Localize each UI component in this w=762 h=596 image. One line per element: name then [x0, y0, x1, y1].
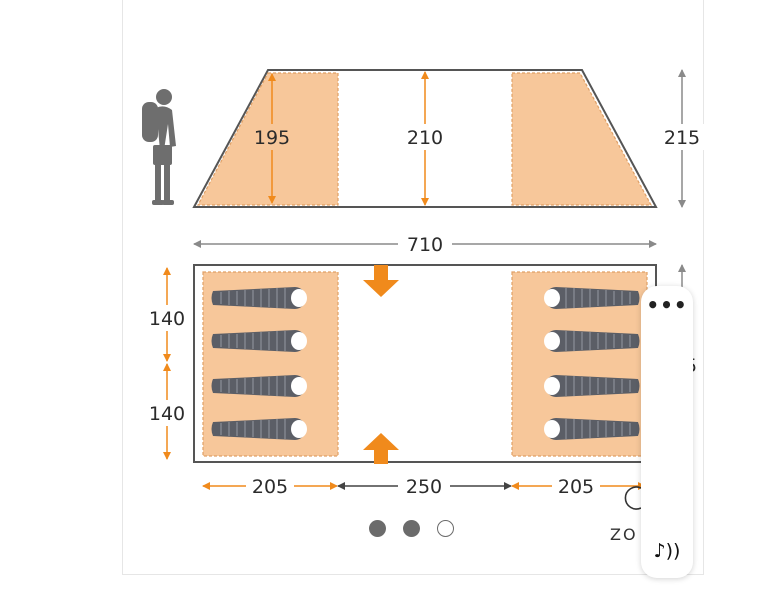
person-silhouette-icon: [142, 89, 176, 205]
more-options-button[interactable]: •••: [646, 293, 688, 317]
side-action-panel: ••• ♪)): [641, 286, 693, 578]
brand-logo-icon: [624, 486, 642, 510]
width-140-bottom-label: 140: [149, 403, 185, 425]
width-140-top-label: 140: [149, 308, 185, 330]
height-215-label: 215: [664, 127, 700, 149]
length-205-left-label: 205: [252, 476, 288, 498]
sound-icon[interactable]: ♪)): [653, 540, 681, 562]
brand-text-partial: ZO: [610, 525, 638, 544]
side-right-bedroom-shade: [511, 72, 653, 206]
door-arrow-bottom-icon: [363, 433, 399, 464]
height-195-label: 195: [254, 127, 290, 149]
floor-plan: [193, 264, 657, 464]
door-arrow-top-icon: [363, 265, 399, 297]
height-210-label: 210: [407, 127, 443, 149]
carousel-dot-2[interactable]: [403, 520, 420, 537]
length-710-label: 710: [407, 234, 443, 256]
side-view: 195 210 215: [142, 69, 704, 208]
carousel-indicator: [367, 517, 467, 541]
length-250-label: 250: [406, 476, 442, 498]
carousel-dot-3[interactable]: [437, 520, 454, 537]
carousel-dot-1[interactable]: [369, 520, 386, 537]
length-205-right-label: 205: [558, 476, 594, 498]
